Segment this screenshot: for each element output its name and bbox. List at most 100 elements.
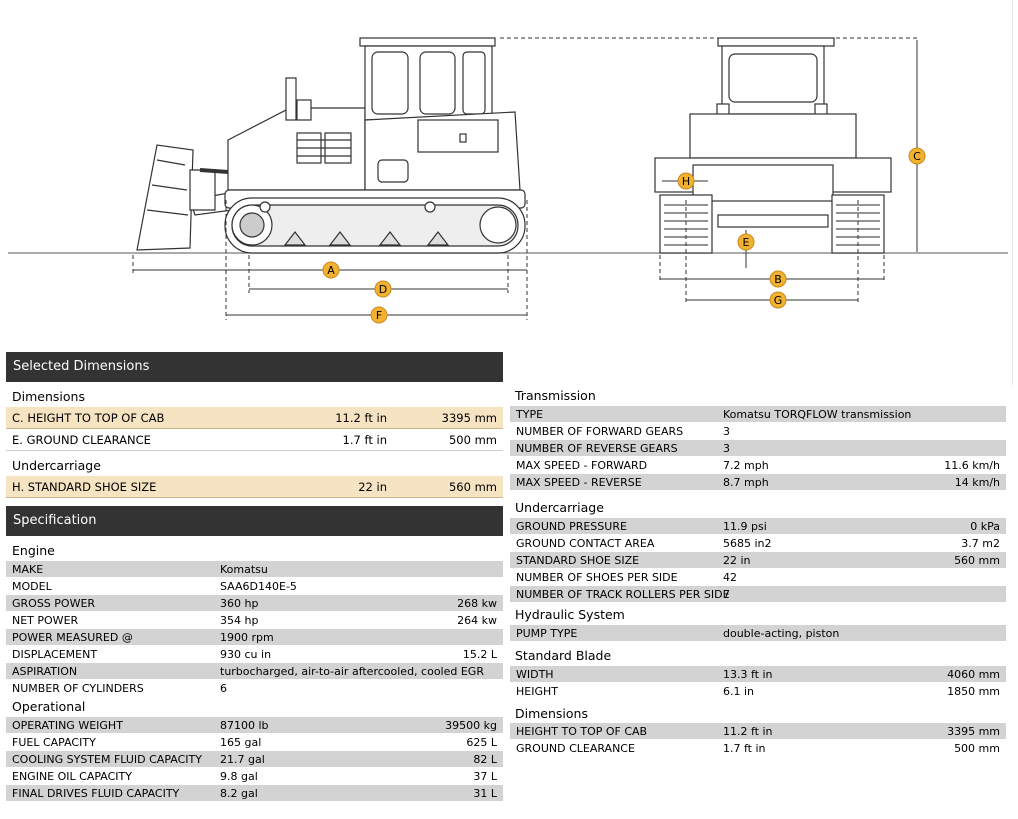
spec-name: FINAL DRIVES FLUID CAPACITY bbox=[12, 787, 180, 800]
label-a: A bbox=[327, 264, 335, 277]
spec-imperial-value: turbocharged, air-to-air aftercooled, co… bbox=[220, 665, 484, 678]
spec-name: NUMBER OF SHOES PER SIDE bbox=[516, 571, 678, 584]
spec-name: MAKE bbox=[12, 563, 44, 576]
diagram-labels: A B C D E F G H bbox=[322, 147, 926, 324]
spec-name: GROUND CONTACT AREA bbox=[516, 537, 655, 550]
spec-metric-value: 500 mm bbox=[448, 433, 497, 447]
label-d: D bbox=[379, 283, 387, 296]
spec-name: MAX SPEED - REVERSE bbox=[516, 476, 642, 489]
spec-imperial-value: SAA6D140E-5 bbox=[220, 580, 297, 593]
spec-metric-value: 625 L bbox=[466, 736, 497, 749]
spec-metric-value: 560 mm bbox=[954, 554, 1000, 567]
spec-metric-value: 39500 kg bbox=[445, 719, 497, 732]
spec-name: COOLING SYSTEM FLUID CAPACITY bbox=[12, 753, 202, 766]
spec-metric-value: 82 L bbox=[473, 753, 497, 766]
spec-name: OPERATING WEIGHT bbox=[12, 719, 123, 732]
spec-imperial-value: 9.8 gal bbox=[220, 770, 258, 783]
spec-name: DISPLACEMENT bbox=[12, 648, 98, 661]
label-c: C bbox=[913, 150, 921, 163]
selected-dimensions-header: Selected Dimensions bbox=[6, 352, 503, 382]
table-row: MAX SPEED - REVERSE 8.7 mph 14 km/h bbox=[510, 474, 1006, 491]
spec-name: TYPE bbox=[516, 408, 544, 421]
spec-name: NUMBER OF TRACK ROLLERS PER SIDE bbox=[516, 588, 730, 601]
spec-imperial-value: 1.7 ft in bbox=[342, 433, 387, 447]
spec-name: NUMBER OF REVERSE GEARS bbox=[516, 442, 678, 455]
spec-name: HEIGHT bbox=[516, 685, 558, 698]
spec-metric-value: 3.7 m2 bbox=[961, 537, 1000, 550]
spec-metric-value: 31 L bbox=[473, 787, 497, 800]
spec-metric-value: 4060 mm bbox=[947, 668, 1000, 681]
spec-imperial-value: 13.3 ft in bbox=[723, 668, 773, 681]
spec-metric-value: 14 km/h bbox=[954, 476, 1000, 489]
specification-header: Specification bbox=[6, 506, 503, 536]
spec-metric-value: 3395 mm bbox=[947, 725, 1000, 738]
spec-name: GROUND PRESSURE bbox=[516, 520, 627, 533]
spec-name: ASPIRATION bbox=[12, 665, 78, 678]
table-operational: OPERATING WEIGHT 87100 lb 39500 kg FUEL CAP… bbox=[6, 717, 503, 802]
section-title-blade: Standard Blade bbox=[515, 648, 612, 663]
label-g: G bbox=[774, 294, 783, 307]
spec-imperial-value: 87100 lb bbox=[220, 719, 269, 732]
spec-metric-value: 264 kw bbox=[457, 614, 497, 627]
spec-name: MAX SPEED - FORWARD bbox=[516, 459, 648, 472]
spec-imperial-value: 6 bbox=[220, 682, 227, 695]
spec-name: NUMBER OF FORWARD GEARS bbox=[516, 425, 684, 438]
section-title-transmission: Transmission bbox=[515, 388, 596, 403]
spec-name: MODEL bbox=[12, 580, 52, 593]
label-f: F bbox=[376, 309, 382, 322]
spec-name: GROUND CLEARANCE bbox=[516, 742, 635, 755]
spec-imperial-value: 7 bbox=[723, 588, 730, 601]
table-row: MAKE Komatsu bbox=[6, 561, 503, 578]
table-row: ASPIRATION turbocharged, air-to-air after… bbox=[6, 663, 503, 680]
table-row: DISPLACEMENT 930 cu in 15.2 L bbox=[6, 646, 503, 663]
spec-imperial-value: Komatsu bbox=[220, 563, 268, 576]
section-title-operational: Operational bbox=[12, 699, 86, 714]
spec-metric-value: 3395 mm bbox=[441, 411, 497, 425]
spec-name: STANDARD SHOE SIZE bbox=[516, 554, 640, 567]
section-title-dimensions-right: Dimensions bbox=[515, 706, 588, 721]
spec-imperial-value: double-acting, piston bbox=[723, 627, 840, 640]
spec-metric-value: 268 kw bbox=[457, 597, 497, 610]
spec-imperial-value: 1900 rpm bbox=[220, 631, 274, 644]
dozer-dimension-diagram: A B C D E F G H bbox=[8, 37, 1008, 324]
spec-imperial-value: 8.7 mph bbox=[723, 476, 769, 489]
table-row: E. GROUND CLEARANCE 1.7 ft in 500 mm bbox=[6, 429, 503, 451]
spec-metric-value: 0 kPa bbox=[970, 520, 1000, 533]
spec-name: POWER MEASURED @ bbox=[12, 631, 133, 644]
spec-imperial-value: Komatsu TORQFLOW transmission bbox=[723, 408, 912, 421]
spec-imperial-value: 930 cu in bbox=[220, 648, 272, 661]
spec-name: E. GROUND CLEARANCE bbox=[12, 433, 151, 447]
spec-imperial-value: 1.7 ft in bbox=[723, 742, 766, 755]
table-row: TYPE Komatsu TORQFLOW transmission bbox=[510, 406, 1006, 423]
spec-metric-value: 15.2 L bbox=[462, 648, 497, 661]
spec-imperial-value: 354 hp bbox=[220, 614, 259, 627]
spec-imperial-value: 22 in bbox=[358, 480, 387, 494]
spec-name: ENGINE OIL CAPACITY bbox=[12, 770, 132, 783]
spec-imperial-value: 11.2 ft in bbox=[335, 411, 387, 425]
spec-metric-value: 1850 mm bbox=[947, 685, 1000, 698]
section-title-engine: Engine bbox=[12, 543, 55, 558]
